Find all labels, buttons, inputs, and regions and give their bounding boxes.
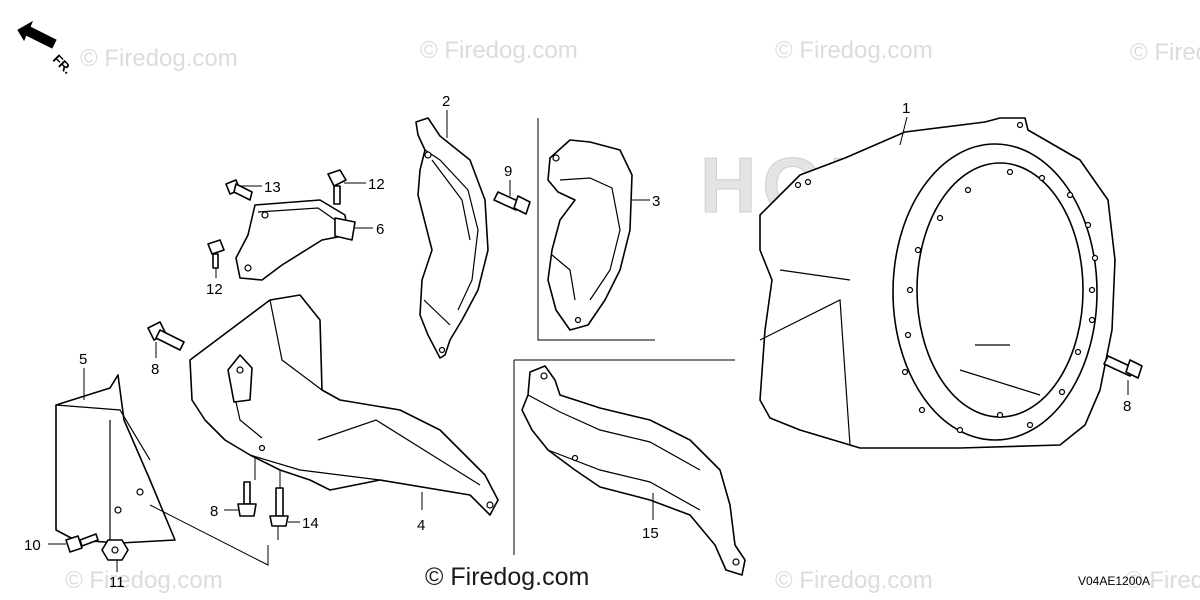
callout-6: 6 [376, 221, 384, 238]
nut-icon [101, 539, 129, 561]
callout-15: 15 [642, 525, 659, 542]
watermark-text: © Firedog.com [1130, 39, 1200, 66]
callout-10: 10 [24, 537, 41, 554]
callout-8c: 8 [1123, 398, 1131, 415]
bolt-icon [493, 191, 531, 215]
callout-14: 14 [302, 515, 319, 532]
part-5-side-plate [55, 374, 176, 544]
bolt-icon [147, 321, 185, 351]
bolt-icon [327, 169, 347, 205]
callout-2: 2 [442, 93, 450, 110]
callout-8a: 8 [151, 361, 159, 378]
bolt-icon [269, 487, 289, 527]
callout-4: 4 [417, 517, 425, 534]
front-direction-arrow-icon: FR. [17, 20, 75, 77]
bolt-icon [207, 239, 225, 269]
watermark-text: © Firedog.com [775, 37, 933, 64]
part-6-bracket [235, 199, 356, 281]
diagram-code: V04AE1200A [1078, 574, 1150, 588]
callout-1: 1 [902, 100, 910, 117]
callout-12a: 12 [368, 176, 385, 193]
watermark-text: © Firedog.com [65, 567, 223, 594]
front-direction-label: FR. [50, 52, 75, 77]
bolt-icon [65, 533, 99, 553]
callout-11: 11 [109, 574, 125, 591]
callout-5: 5 [79, 351, 87, 368]
watermark-text: © Firedog.com [775, 567, 933, 594]
part-15-lower-shroud [521, 365, 746, 576]
part-2-shroud [415, 117, 489, 359]
watermark-text: © Firedog.com [420, 37, 578, 64]
part-3-shroud [547, 139, 633, 331]
callout-3: 3 [652, 193, 660, 210]
callout-9: 9 [504, 163, 512, 180]
callout-12b: 12 [206, 281, 223, 298]
bolt-icon [225, 179, 253, 201]
bolt-icon [1103, 355, 1143, 379]
watermark-text: © Firedog.com [80, 45, 238, 72]
part-4-lower-shroud [189, 294, 499, 516]
part-1-fan-cover [759, 117, 1116, 449]
bolt-icon [237, 481, 257, 517]
watermark-text: © Firedog.com [1125, 567, 1200, 594]
watermark-main: © Firedog.com [425, 563, 589, 591]
callout-13: 13 [264, 179, 281, 196]
watermark-layer: © Firedog.com © Firedog.com © Firedog.co… [65, 37, 1200, 594]
callout-8b: 8 [210, 503, 218, 520]
